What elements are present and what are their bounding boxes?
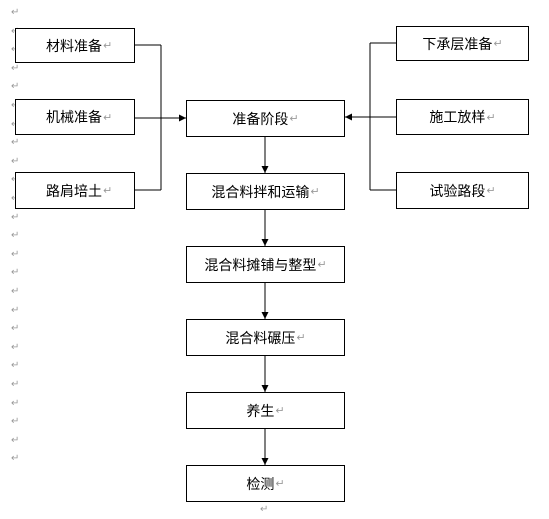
paragraph-mark-icon: ↵	[11, 156, 20, 167]
return-mark-icon: ↵	[310, 185, 320, 198]
step-curing: 养生↵	[186, 392, 345, 429]
step-inspection: 检测↵	[186, 465, 345, 502]
paragraph-mark-icon: ↵	[11, 286, 20, 297]
step-preparation-stage: 准备阶段↵	[186, 100, 345, 137]
paragraph-mark-icon: ↵	[11, 81, 20, 92]
box-machine-prep: 机械准备↵	[15, 99, 135, 135]
paragraph-mark-icon: ↵	[11, 323, 20, 334]
box-subbase-prep: 下承层准备↵	[396, 26, 529, 61]
return-mark-icon: ↵	[103, 39, 113, 52]
box-label: 试验路段	[429, 183, 486, 200]
paragraph-mark-icon: ↵	[11, 342, 20, 353]
return-mark-icon: ↵	[103, 184, 113, 197]
box-label: 机械准备	[46, 110, 102, 126]
step-label: 混合料摊铺与整型	[204, 257, 317, 274]
step-label: 混合料拌和运输	[211, 184, 310, 201]
step-label: 养生	[246, 403, 275, 420]
paragraph-mark-icon: ↵	[11, 267, 20, 278]
paragraph-mark-icon: ↵	[11, 63, 20, 74]
paragraph-mark-icon: ↵	[11, 453, 20, 464]
box-label: 路肩培土	[46, 183, 102, 200]
return-mark-icon: ↵	[486, 110, 496, 124]
paragraph-mark-icon: ↵	[11, 360, 20, 371]
paragraph-mark-icon: ↵	[11, 230, 20, 241]
box-shoulder-soil: 路肩培土↵	[15, 172, 135, 209]
paragraph-mark-icon: ↵	[11, 212, 20, 223]
paragraph-mark-icon: ↵	[11, 137, 20, 148]
step-mixing-transport: 混合料拌和运输↵	[186, 173, 345, 210]
paragraph-mark-icon: ↵	[11, 7, 20, 18]
return-mark-icon: ↵	[275, 404, 285, 417]
return-mark-icon: ↵	[296, 331, 306, 344]
return-mark-icon: ↵	[289, 112, 299, 125]
box-label: 材料准备	[46, 38, 102, 55]
paragraph-mark-icon: ↵	[260, 504, 269, 515]
box-label: 下承层准备	[422, 36, 493, 53]
step-rolling: 混合料碾压↵	[186, 319, 345, 356]
return-mark-icon: ↵	[493, 37, 503, 50]
paragraph-mark-icon: ↵	[11, 398, 20, 409]
return-mark-icon: ↵	[486, 184, 496, 197]
box-test-section: 试验路段↵	[396, 172, 529, 209]
box-layout-setting: 施工放样↵	[396, 99, 529, 135]
return-mark-icon: ↵	[103, 110, 113, 124]
box-label: 施工放样	[429, 110, 486, 126]
step-paving-shaping: 混合料摊铺与整型↵	[186, 246, 345, 283]
return-mark-icon: ↵	[275, 477, 285, 490]
paragraph-mark-icon: ↵	[11, 249, 20, 260]
paragraph-mark-icon: ↵	[11, 379, 20, 390]
return-mark-icon: ↵	[317, 258, 327, 271]
step-label: 检测	[246, 476, 275, 493]
paragraph-mark-icon: ↵	[11, 416, 20, 427]
step-label: 混合料碾压	[225, 330, 296, 347]
box-material-prep: 材料准备↵	[15, 28, 135, 63]
paragraph-mark-icon: ↵	[11, 435, 20, 446]
step-label: 准备阶段	[232, 111, 289, 128]
paragraph-mark-icon: ↵	[11, 305, 20, 316]
